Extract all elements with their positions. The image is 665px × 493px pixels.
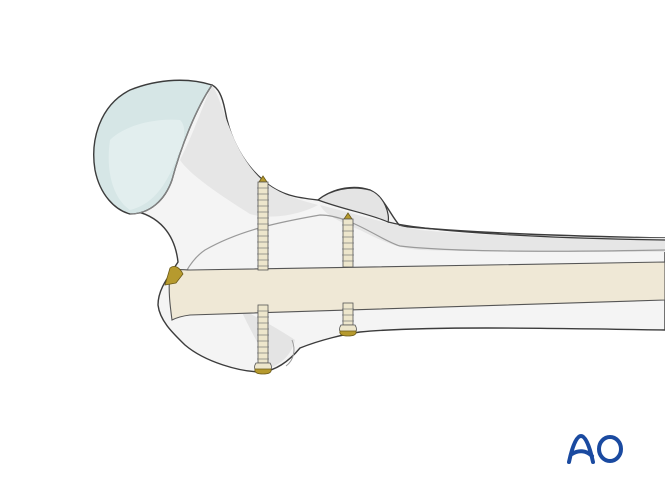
locking-screw-1 xyxy=(254,175,272,375)
ao-logo xyxy=(567,434,623,464)
intramedullary-nail xyxy=(164,261,665,321)
femur-bone xyxy=(128,84,665,373)
femoral-head xyxy=(93,79,214,215)
locking-screw-2 xyxy=(339,212,357,337)
